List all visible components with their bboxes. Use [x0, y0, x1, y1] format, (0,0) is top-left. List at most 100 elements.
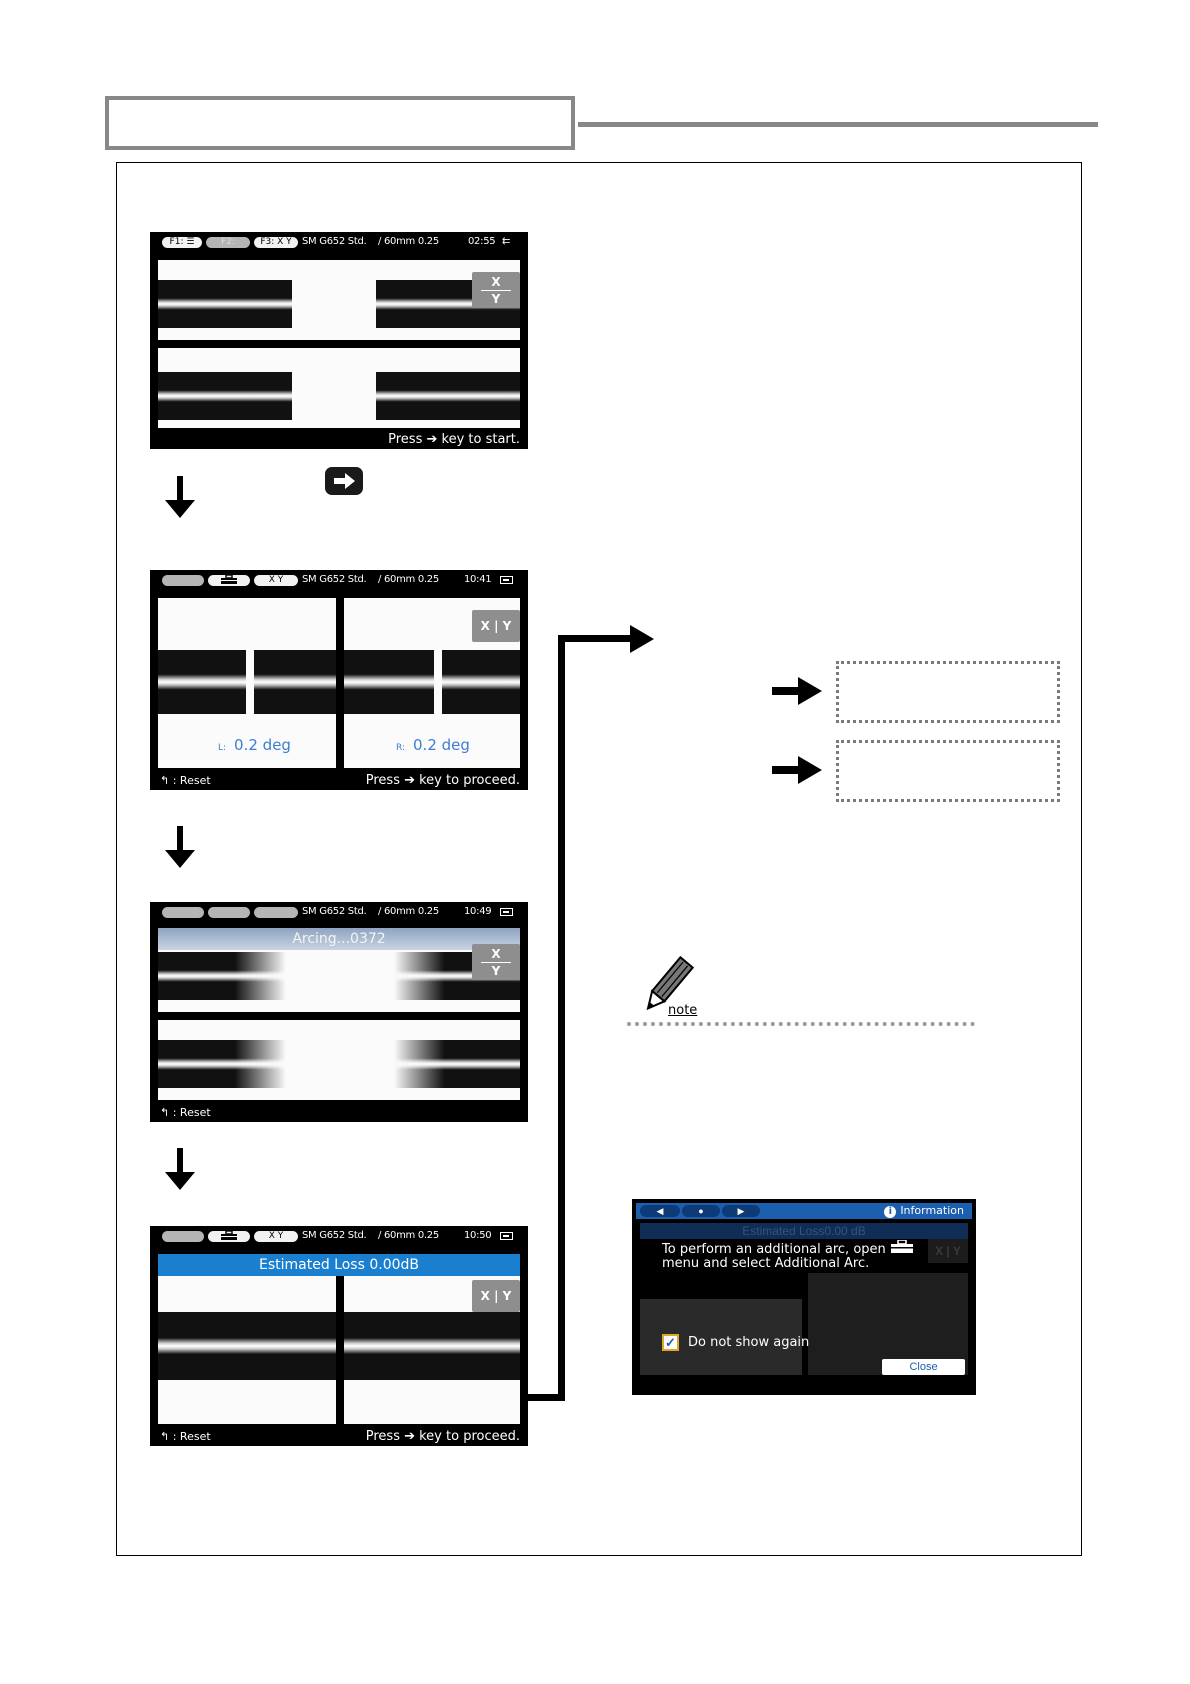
f2-button[interactable] [208, 575, 250, 586]
f1-button[interactable]: F1: ☰ [162, 237, 202, 248]
do-not-show-checkbox[interactable]: ✓ [662, 1334, 679, 1351]
screen-estimated-loss: X Y SM G652 Std. / 60mm 0.25 10:50 Estim… [150, 1226, 528, 1446]
bottom-bar: ↰ : Reset Press ➔ key to proceed. [150, 770, 528, 790]
x-label: X [491, 947, 500, 961]
status-bar: SM G652 Std. / 60mm 0.25 10:49 [150, 902, 528, 922]
close-button[interactable]: Close [882, 1359, 965, 1375]
x-label: X [481, 619, 490, 633]
left-angle-value: 0.2 deg [234, 736, 291, 754]
option-box-2 [836, 740, 1060, 802]
view-left [158, 1276, 336, 1424]
cleave-setting: / 60mm 0.25 [378, 574, 439, 585]
view-right: X | Y R:0.2 deg [344, 598, 520, 768]
f2-label: F2: [221, 237, 235, 247]
fiber-type: SM G652 Std. [302, 236, 366, 247]
menu-icon: ☰ [186, 237, 194, 247]
note-block: note [634, 955, 714, 1019]
dialog-title-bar: ◀ ● ▶ i Information [636, 1203, 972, 1219]
fiber-right [254, 650, 336, 714]
reset-hint: ↰ : Reset [160, 774, 211, 787]
do-not-show-label: Do not show again [688, 1335, 809, 1350]
battery-icon [500, 1232, 513, 1240]
arcing-banner: Arcing...0372 [158, 928, 520, 950]
y-label: Y [492, 964, 501, 978]
fiber-right [394, 1040, 520, 1088]
f1-label: F1: [170, 237, 184, 247]
flow-arrow-down [164, 476, 196, 518]
flow-arrow-right [772, 676, 822, 706]
status-message: Press ➔ key to proceed. [366, 773, 520, 788]
y-label: Y [503, 619, 512, 633]
f1-button[interactable] [162, 907, 204, 918]
f2-button[interactable] [208, 1231, 250, 1242]
status-message: Press ➔ key to proceed. [366, 1429, 520, 1444]
option-box-1 [836, 661, 1060, 723]
view-y [158, 348, 520, 428]
battery-icon [500, 908, 513, 916]
f2-button[interactable]: F2: [206, 237, 250, 248]
toolbox-icon [220, 1231, 238, 1241]
spliced-fiber [344, 1312, 520, 1380]
reset-hint: ↰ : Reset [160, 1106, 211, 1119]
note-label: note [668, 1003, 697, 1018]
spliced-fiber [158, 1312, 336, 1380]
cleave-setting: / 60mm 0.25 [378, 906, 439, 917]
fiber-type: SM G652 Std. [302, 574, 366, 585]
prev-button[interactable]: ◀ [640, 1205, 680, 1217]
view-y [158, 1020, 520, 1100]
fiber-left [158, 1040, 286, 1088]
info-icon: i [884, 1206, 896, 1218]
clock: 02:55 [468, 236, 495, 247]
f3-button[interactable] [254, 907, 298, 918]
right-angle-value: 0.2 deg [413, 736, 470, 754]
section-header-box [105, 96, 575, 150]
dialog-message-text: To perform an additional arc, open menu … [662, 1242, 886, 1271]
status-bar: X Y SM G652 Std. / 60mm 0.25 10:50 [150, 1226, 528, 1246]
screen-angle-check: X Y SM G652 Std. / 60mm 0.25 10:41 L:0.2… [150, 570, 528, 790]
f3-button[interactable]: F3: X Y [254, 237, 298, 248]
flow-arrow-down [164, 1148, 196, 1190]
bottom-bar: ↰ : Reset Press ➔ key to proceed. [150, 1426, 528, 1446]
bottom-bar: Press ➔ key to start. [150, 429, 528, 449]
home-button[interactable]: ● [682, 1205, 720, 1217]
fiber-left [158, 280, 292, 328]
xy-toggle[interactable]: X | Y [472, 1280, 520, 1312]
clock: 10:50 [464, 1230, 491, 1241]
section-header-rule [578, 122, 1098, 127]
screen-ready: F1: ☰ F2: F3: X Y SM G652 Std. / 60mm 0.… [150, 232, 528, 449]
reset-hint: ↰ : Reset [160, 1430, 211, 1443]
estimated-loss-banner: Estimated Loss 0.00dB [158, 1254, 520, 1276]
f2-button[interactable] [208, 907, 250, 918]
information-dialog: ◀ ● ▶ iInformation Estimated Loss0.00 dB… [632, 1199, 976, 1395]
status-bar: F1: ☰ F2: F3: X Y SM G652 Std. / 60mm 0.… [150, 232, 528, 252]
status-message: Press ➔ key to start. [388, 432, 520, 447]
toolbox-icon [890, 1240, 914, 1259]
f1-button[interactable] [162, 1231, 204, 1242]
f3-button[interactable]: X Y [254, 1231, 298, 1242]
f3-label: X Y [269, 575, 284, 585]
x-label: X [491, 275, 500, 289]
background-xy: X | Y [928, 1239, 968, 1263]
dialog-title-text: Information [900, 1204, 964, 1217]
f3-button[interactable]: X Y [254, 575, 298, 586]
next-button[interactable]: ▶ [722, 1205, 760, 1217]
power-plug-icon: ⇇ [502, 236, 510, 247]
dialog-message: To perform an additional arc, open menu … [662, 1243, 912, 1271]
bottom-bar: ↰ : Reset [150, 1102, 528, 1122]
cleave-setting: / 60mm 0.25 [378, 1230, 439, 1241]
f1-button[interactable] [162, 575, 204, 586]
cleave-setting: / 60mm 0.25 [378, 236, 439, 247]
fiber-left [158, 952, 286, 1000]
fiber-left [158, 372, 292, 420]
view-right: X | Y [344, 1276, 520, 1424]
flow-arrow-right [772, 755, 822, 785]
status-bar: X Y SM G652 Std. / 60mm 0.25 10:41 [150, 570, 528, 590]
xy-toggle[interactable]: X | Y [472, 610, 520, 642]
fiber-right [376, 372, 520, 420]
left-angle-readout: L:0.2 deg [218, 736, 291, 754]
x-label: X [481, 1289, 490, 1303]
